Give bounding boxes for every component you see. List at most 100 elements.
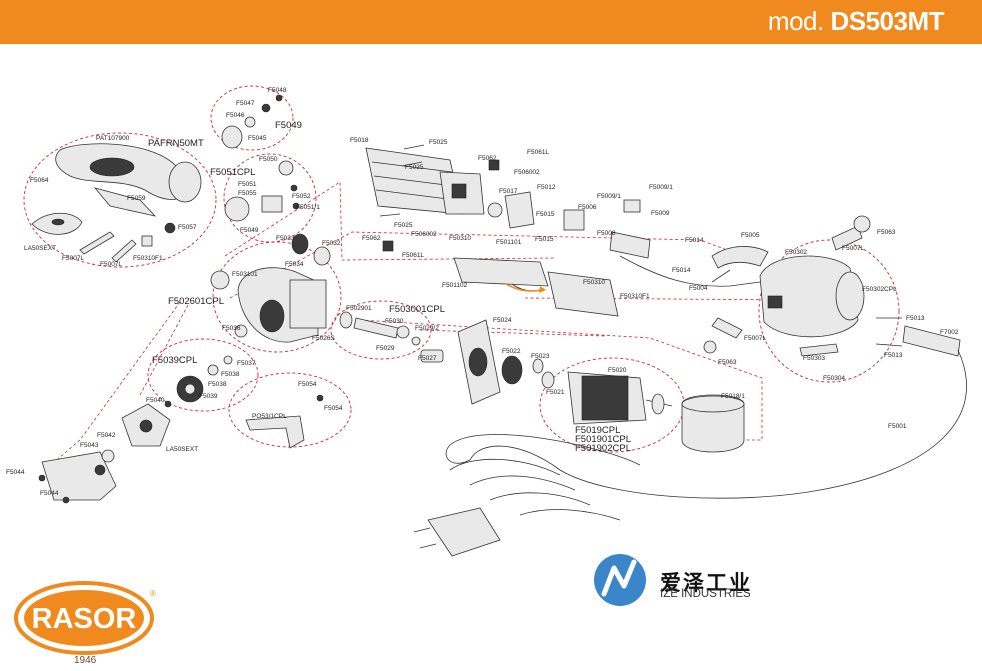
knob-f5049	[224, 196, 250, 222]
label-f5038: F5038	[208, 381, 227, 388]
label-f5044: F5044	[40, 490, 59, 497]
ring-f5050	[278, 160, 294, 176]
watermark-cn: 爱泽工业	[660, 571, 752, 595]
label-f5025: F5025	[405, 164, 424, 171]
label-f5040: F5040	[146, 397, 165, 404]
label-f5021: F5021	[546, 389, 565, 396]
label-f5006: F5006	[578, 204, 597, 211]
bracket-f5051	[261, 195, 283, 213]
label-f5020: F5020	[608, 367, 627, 374]
label-f50303: F50303	[803, 355, 825, 362]
label-f5043: F5043	[80, 442, 99, 449]
plate-hole	[51, 218, 65, 226]
label-pafrn50mt: PAFRN50MT	[148, 138, 204, 149]
screw-f5044	[38, 474, 46, 482]
ring-f5046	[244, 116, 256, 128]
label-f5064: F5064	[30, 177, 49, 184]
armature-winding	[581, 375, 629, 421]
label-f5062: F5062	[362, 235, 381, 242]
registered-mark: ®	[150, 589, 156, 598]
leader-line	[44, 301, 181, 471]
label-f5007l: F5007L	[62, 255, 84, 262]
label-f5013: F5013	[906, 315, 925, 322]
group-outline-f5049	[210, 85, 294, 151]
bearing-f503101	[210, 270, 230, 290]
guard-knob	[94, 464, 106, 476]
label-la50sext: LA50SEXT	[24, 245, 56, 252]
label-f5014: F5014	[672, 267, 691, 274]
screws-f5013	[875, 317, 903, 347]
knob-f5009	[623, 199, 641, 213]
flow-arrowhead	[539, 286, 546, 293]
guard-f5043	[41, 451, 117, 501]
housing-flange	[289, 279, 327, 329]
coiled-cable-f5001	[445, 349, 967, 499]
group-outline-f5051cpl	[223, 153, 317, 243]
label-f5029: F5029	[376, 345, 395, 352]
rasor-logo: RASOR ®	[14, 581, 156, 655]
label-f5018-1: F5018/1	[721, 393, 745, 400]
label-f5032: F5032	[322, 240, 341, 247]
ring-f5029	[396, 325, 410, 339]
label-f501102: F501102	[442, 282, 468, 289]
gear-hub	[184, 383, 196, 395]
screws-f5025	[379, 144, 425, 217]
label-f5051: F5051	[238, 181, 257, 188]
label-f502901: F502901	[346, 305, 372, 312]
screw-f5007l	[79, 231, 115, 255]
label-f5007l: F5007L	[100, 261, 122, 268]
screw-f5051-1	[292, 202, 300, 210]
ize-logo-icon	[594, 554, 646, 606]
nut-f5047	[261, 103, 271, 113]
label-f50310f1: F50310F1	[133, 255, 163, 262]
label-f5012: F5012	[537, 184, 556, 191]
group-outline-f503001cpl	[330, 300, 432, 360]
label-f5050: F5050	[259, 156, 278, 163]
label-f502601cpl: F502601CPL	[168, 296, 224, 307]
label-f5019cpl: F5019CPL	[575, 425, 620, 436]
bearing-f5021	[541, 371, 555, 389]
header-band	[0, 0, 982, 44]
label-pat107900: PAT107900	[96, 135, 130, 142]
leader-line	[139, 304, 189, 396]
base-plate-f501102	[453, 257, 549, 287]
label-f503101: F503101	[232, 271, 258, 278]
label-f5009-1: F5009/1	[597, 193, 621, 200]
label-f5004: F5004	[689, 285, 708, 292]
bearing-f5022	[501, 355, 523, 385]
label-f501901cpl: F501901CPL	[575, 434, 631, 445]
label-f506002: F506002	[411, 231, 437, 238]
label-la50sext: LA50SEXT	[166, 446, 198, 453]
ring-f5029-2	[411, 336, 421, 346]
label-f5033: F5033	[276, 235, 295, 242]
washer-f5045	[221, 125, 243, 149]
label-f5023: F5023	[531, 353, 550, 360]
handle-logo-plate	[89, 157, 135, 177]
label-f5063: F5063	[877, 229, 896, 236]
label-f5039: F5039	[199, 393, 218, 400]
label-f5007l: F5007L	[842, 245, 864, 252]
cap-f5063	[853, 215, 871, 233]
leader-line	[224, 181, 556, 261]
screw-f5007l	[111, 239, 137, 263]
screw-f5054	[316, 394, 324, 402]
grip-f5005	[711, 246, 769, 269]
bracket-f5008	[609, 231, 651, 259]
bearing-f5017	[487, 202, 503, 218]
clip-f5004	[711, 269, 731, 283]
label-f5027: F5027	[418, 355, 437, 362]
label-f50302cpl: F50302CPL	[862, 286, 897, 293]
screw-f5007l	[711, 317, 743, 339]
label-f5024: F5024	[493, 317, 512, 324]
rear-housing-cap	[835, 271, 865, 321]
nut-f50310f1	[141, 235, 153, 247]
switch-f5006	[563, 209, 585, 231]
label-f5037: F5037	[237, 360, 256, 367]
label-f5022: F5022	[502, 348, 521, 355]
label-f5049: F5049	[275, 120, 302, 131]
label-f5046: F5046	[226, 112, 245, 119]
label-f5015: F5015	[535, 236, 554, 243]
brush-holder-f5012	[504, 191, 535, 229]
group-outline-f50302cpl	[758, 239, 900, 383]
label-f5034: F5034	[285, 261, 304, 268]
